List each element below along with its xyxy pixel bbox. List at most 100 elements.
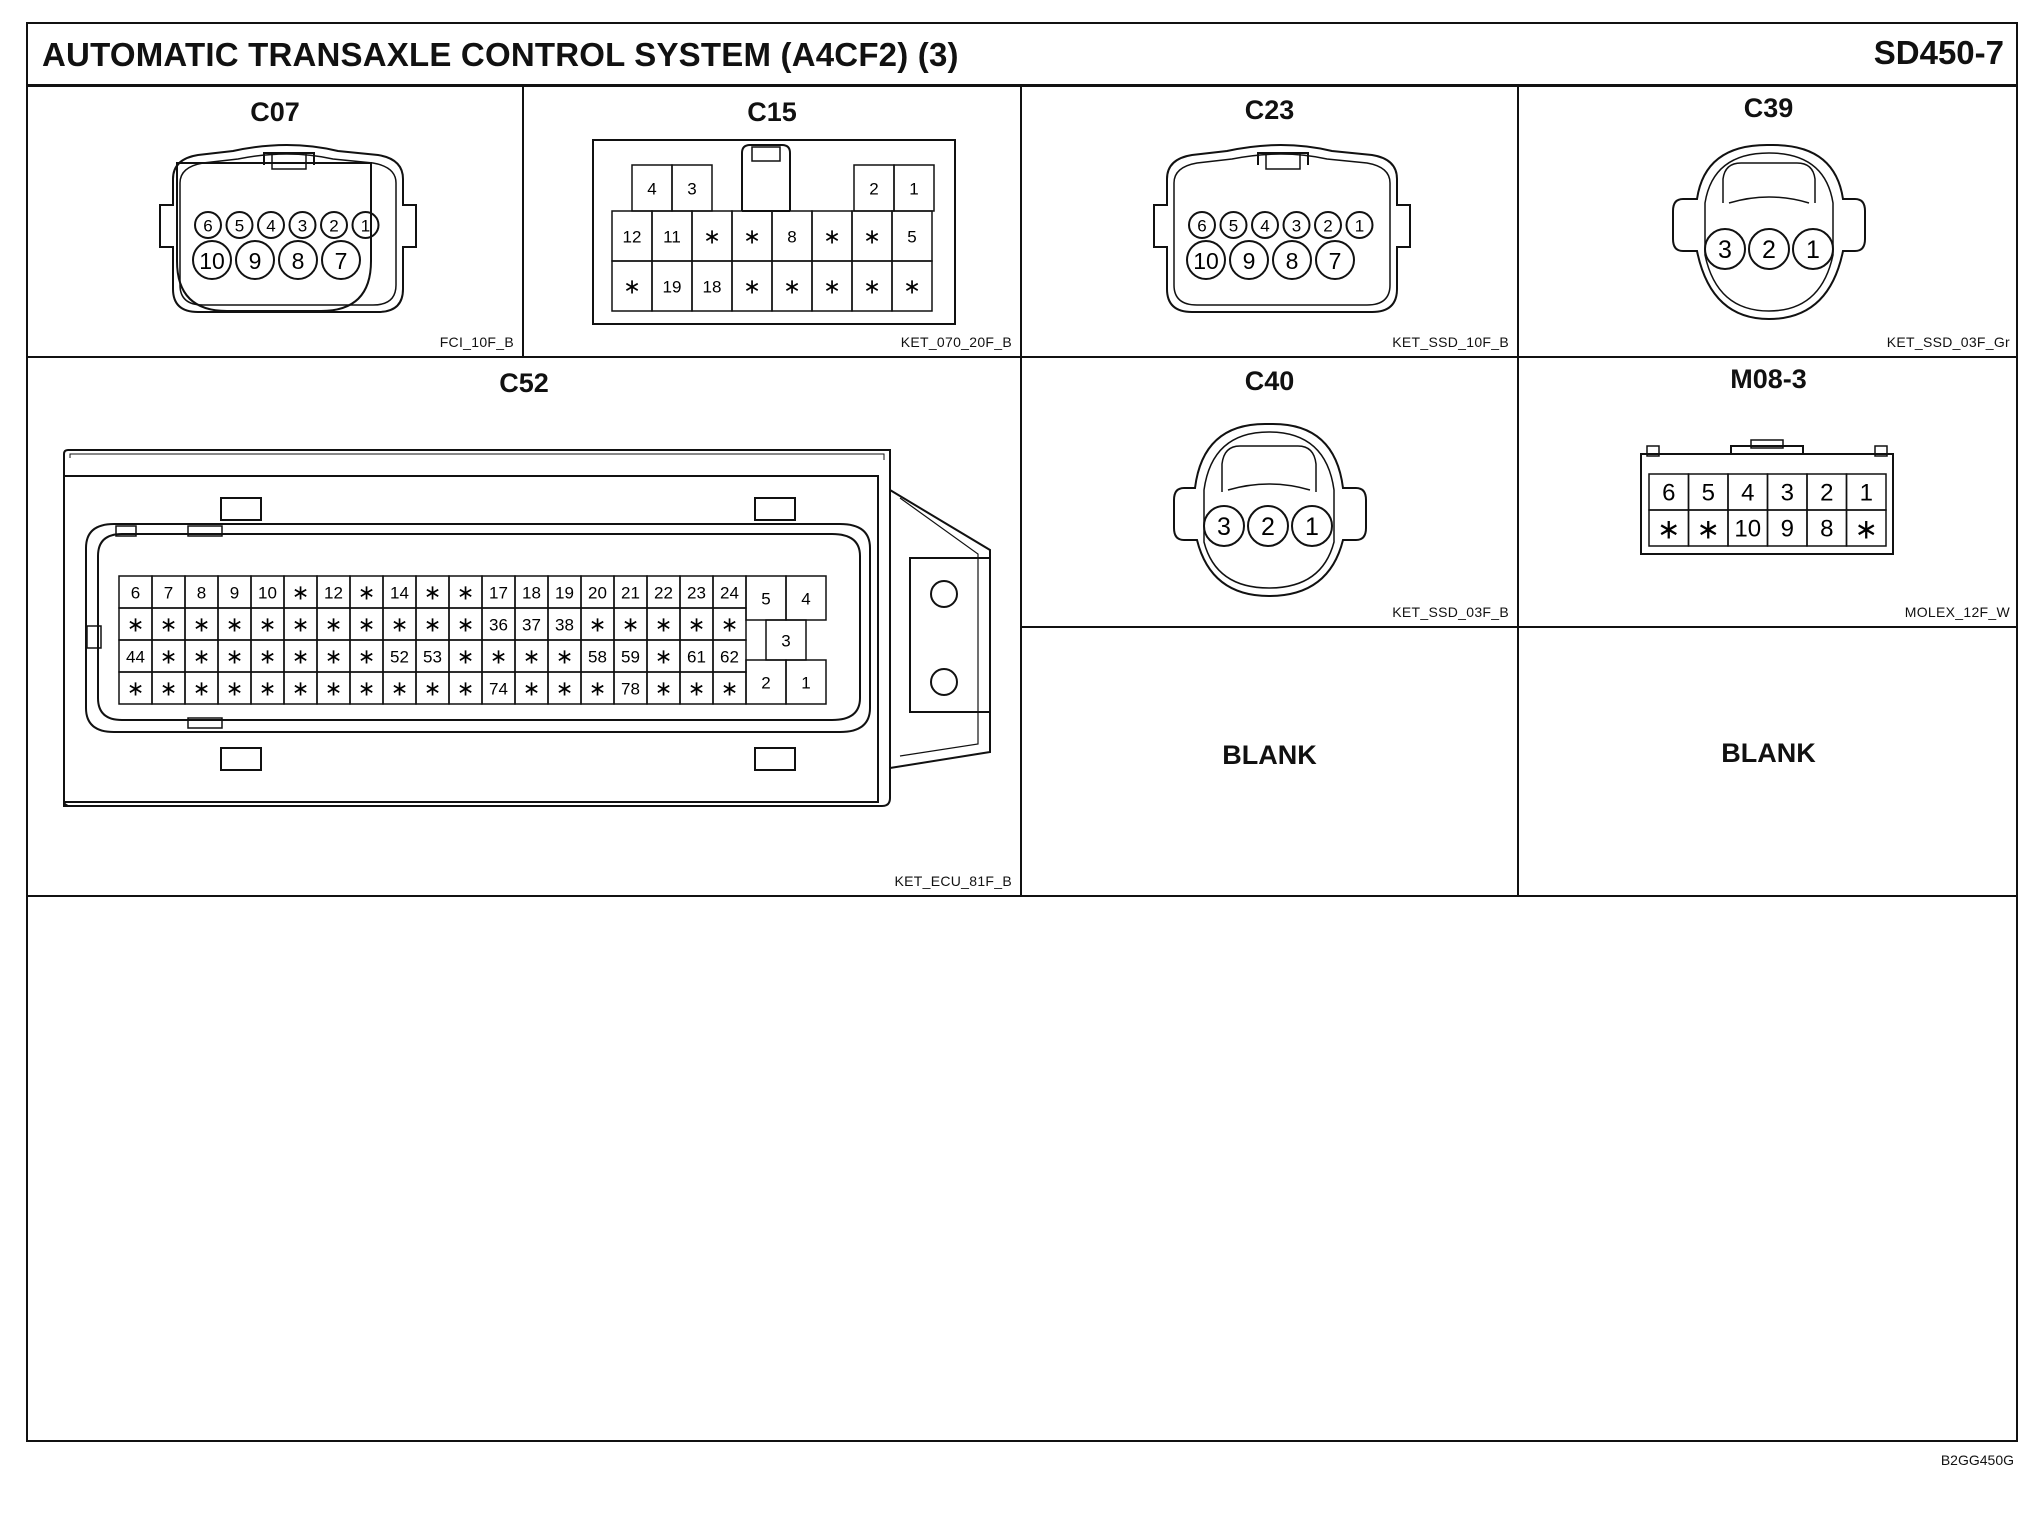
- pin-socket: [257, 211, 285, 239]
- pin-label: ∗: [743, 226, 761, 249]
- pin-label: 6: [1197, 217, 1206, 236]
- pin-label: ∗: [589, 614, 607, 637]
- pin-label: ∗: [903, 276, 921, 299]
- pin-label: 58: [588, 648, 607, 667]
- pin-label: ∗: [259, 678, 277, 701]
- connector-name: C40: [1244, 366, 1295, 396]
- pin-label: 4: [801, 590, 810, 609]
- pin-label: 1: [1355, 217, 1364, 236]
- page-code: SD450-7: [1873, 34, 2004, 71]
- sheet-frame: [26, 22, 2018, 1442]
- pin-label: ∗: [823, 276, 841, 299]
- pin-label: 52: [390, 648, 409, 667]
- pin-socket: [1315, 240, 1355, 280]
- pin-socket: [1229, 240, 1269, 280]
- connector-name: C23: [1244, 95, 1295, 125]
- pin-label: ∗: [259, 646, 277, 669]
- pin-socket: [321, 240, 361, 280]
- pin-label: ∗: [523, 678, 541, 701]
- pin-label: ∗: [457, 582, 475, 605]
- pin-label: ∗: [688, 678, 706, 701]
- pin-label: 10: [258, 584, 277, 603]
- pin-label: ∗: [358, 678, 376, 701]
- pin-label: ∗: [358, 646, 376, 669]
- pin-socket: [1203, 505, 1245, 547]
- blank-label: BLANK: [1721, 738, 1816, 768]
- pin-label: 7: [1329, 248, 1342, 274]
- grid-divider: [1517, 86, 1519, 896]
- pin-label: 10: [199, 248, 225, 274]
- pin-label: 37: [522, 616, 541, 635]
- pin-socket: [1748, 228, 1790, 270]
- pin-label: ∗: [424, 614, 442, 637]
- pin-label: ∗: [622, 614, 640, 637]
- pin-label: 78: [621, 680, 640, 699]
- pin-label: 1: [909, 180, 918, 199]
- pin-label: 59: [621, 648, 640, 667]
- pin-label: ∗: [193, 614, 211, 637]
- pin-socket: [1291, 505, 1333, 547]
- connector-part-number: KET_070_20F_B: [900, 334, 1012, 350]
- pin-label: ∗: [325, 646, 343, 669]
- pin-label: 61: [687, 648, 706, 667]
- pin-label: 12: [623, 228, 642, 247]
- pin-label: ∗: [743, 276, 761, 299]
- pin-label: ∗: [457, 646, 475, 669]
- pin-label: 8: [1820, 516, 1833, 543]
- pin-label: ∗: [259, 614, 277, 637]
- grid-divider: [522, 86, 524, 358]
- pin-label: 19: [663, 278, 682, 297]
- pin-socket: [1792, 228, 1834, 270]
- pin-label: ∗: [127, 614, 145, 637]
- pin-label: 3: [1781, 480, 1794, 507]
- pin-label: ∗: [325, 614, 343, 637]
- pin-socket: [351, 211, 380, 239]
- pin-label: ∗: [457, 614, 475, 637]
- pin-label: 9: [230, 584, 239, 603]
- pin-label: 6: [131, 584, 140, 603]
- connector-part-number: KET_SSD_03F_Gr: [1886, 334, 2010, 350]
- pin-label: ∗: [1855, 514, 1878, 545]
- pin-label: ∗: [823, 226, 841, 249]
- pin-label: 23: [687, 584, 706, 603]
- pin-label: 6: [203, 217, 212, 236]
- connector-part-number: KET_SSD_10F_B: [1392, 334, 1509, 350]
- pin-label: ∗: [292, 614, 310, 637]
- pin-label: 8: [1286, 248, 1299, 274]
- pin-label: 36: [489, 616, 508, 635]
- pin-label: 18: [522, 584, 541, 603]
- pin-label: 20: [588, 584, 607, 603]
- pin-label: 5: [1702, 480, 1715, 507]
- pin-label: 53: [423, 648, 442, 667]
- pin-label: ∗: [721, 678, 739, 701]
- connector-part-number: MOLEX_12F_W: [1904, 604, 2010, 620]
- drawing-reference-code: B2GG450G: [1940, 1452, 2014, 1468]
- pin-label: ∗: [490, 646, 508, 669]
- pin-label: 8: [292, 248, 305, 274]
- pin-socket: [1188, 211, 1216, 239]
- pin-label: 5: [1229, 217, 1238, 236]
- pin-label: 2: [329, 217, 338, 236]
- pin-label: ∗: [424, 582, 442, 605]
- blank-label: BLANK: [1222, 740, 1317, 770]
- pin-label: ∗: [1657, 514, 1680, 545]
- pin-label: 74: [489, 680, 508, 699]
- pin-label: ∗: [292, 678, 310, 701]
- pin-label: ∗: [783, 276, 801, 299]
- pin-label: ∗: [193, 678, 211, 701]
- pin-label: 2: [761, 674, 770, 693]
- connector-part-number: KET_ECU_81F_B: [894, 873, 1012, 889]
- pin-label: 3: [687, 180, 696, 199]
- pin-socket: [1186, 240, 1226, 280]
- pin-label: 62: [720, 648, 739, 667]
- pin-label: 4: [1741, 480, 1754, 507]
- blank-panel-right: BLANK: [1519, 628, 2018, 895]
- pin-label: 2: [1820, 480, 1833, 507]
- pin-socket: [1272, 240, 1312, 280]
